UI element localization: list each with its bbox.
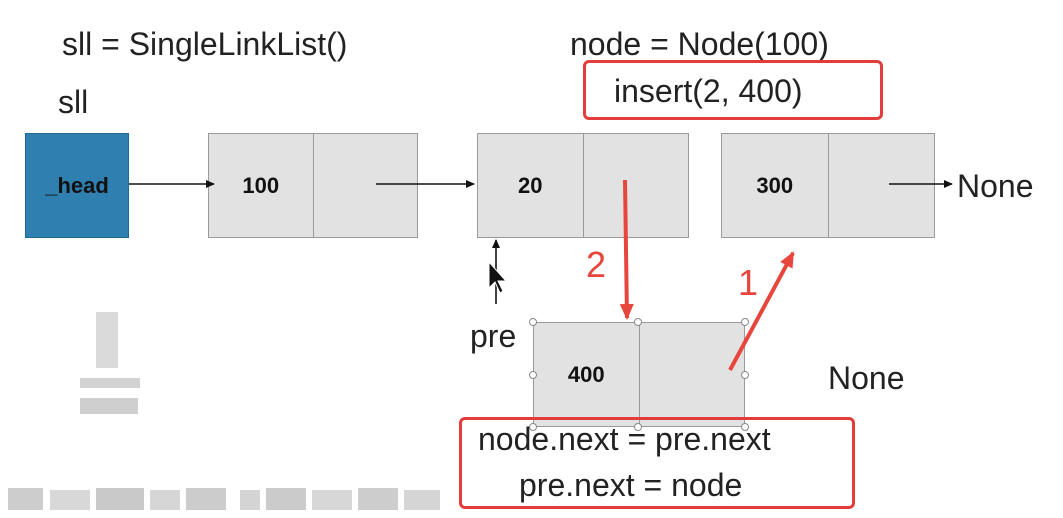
selection-handle[interactable]	[529, 371, 537, 379]
step-2-annotation: 2	[586, 244, 607, 285]
node-1-next	[312, 134, 418, 237]
node-2-value: 20	[518, 172, 543, 198]
node-2-next	[582, 134, 689, 237]
node-3-next	[827, 134, 935, 237]
tail-none-label: None	[957, 168, 1034, 204]
code-steps-highlight	[459, 417, 855, 509]
pre-label: pre	[470, 318, 517, 354]
list-node-2: 20	[477, 133, 689, 238]
list-node-3: 300	[721, 133, 935, 238]
node-1-value: 100	[242, 172, 280, 198]
head-label: _head	[45, 172, 109, 198]
selection-handle[interactable]	[634, 318, 642, 326]
sll-label: sll	[58, 84, 89, 120]
list-node-1: 100	[208, 133, 418, 238]
step-1-annotation: 1	[738, 262, 759, 303]
selection-handle[interactable]	[634, 423, 642, 431]
sll-assign-text: sll = SingleLinkList()	[62, 26, 348, 62]
selection-handle[interactable]	[529, 423, 537, 431]
step-1-arrow	[728, 251, 795, 371]
head-pointer-box: _head	[25, 133, 129, 238]
selection-handle[interactable]	[741, 423, 749, 431]
insert-call-text: insert(2, 400)	[614, 73, 803, 109]
new-node-next	[638, 323, 745, 426]
new-node-none-label: None	[828, 360, 905, 396]
mouse-cursor-icon	[488, 260, 508, 294]
selection-handle[interactable]	[529, 318, 537, 326]
selection-handle[interactable]	[741, 371, 749, 379]
insert-call-highlight	[583, 60, 883, 120]
node-assign-text: node = Node(100)	[570, 26, 829, 62]
step-a-text: node.next = pre.next	[478, 421, 771, 457]
step-2-arrow	[619, 179, 634, 320]
selection-handle[interactable]	[741, 318, 749, 326]
step-b-text: pre.next = node	[519, 467, 743, 503]
new-node-value: 400	[567, 361, 605, 387]
node-3-value: 300	[756, 172, 794, 198]
